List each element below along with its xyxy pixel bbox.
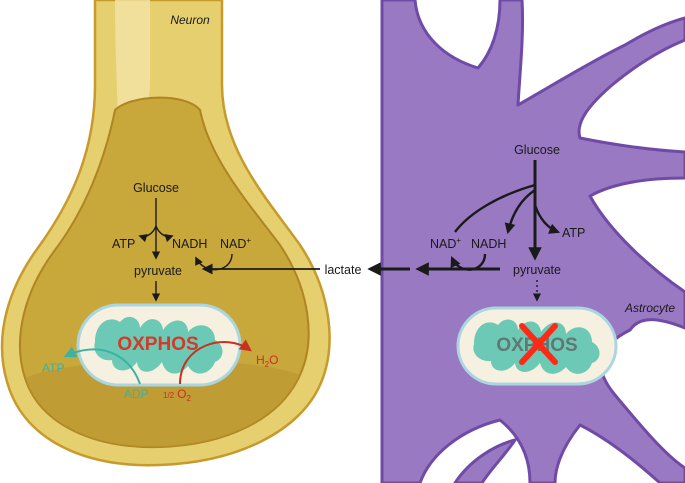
astrocyte-atp-label: ATP [562,226,585,240]
neuron-atp-synthesis-arrow [63,346,141,385]
neuron-atp-out-label: ATP [42,361,64,375]
neuron-adp-label: ADP [124,387,149,401]
astrocyte-name-label: Astrocyte [624,301,675,315]
neuron-atp-label: ATP [112,237,135,251]
astrocyte-process [453,437,519,483]
neuron-h2o-label: H2O [256,353,278,369]
blocked-x-icon [519,323,558,365]
neuron-pyruvate-label: pyruvate [134,264,182,278]
astrocyte-nadh-label: NADH [471,237,506,251]
neuron-mito-matrix [94,316,223,374]
neuron-nad-plus-label: NAD+ [220,236,251,251]
neuron-oxphos-label: OXPHOS [117,334,198,355]
astrocyte-glucose-label: Glucose [514,143,560,157]
neuron-oxygen-reduction-arrow [179,339,252,385]
lactate-label: lactate [325,263,362,277]
astrocyte-nad-plus-label: NAD+ [430,236,461,251]
astrocyte-glycolysis-arrows [454,160,561,261]
astrocyte-pyruvate-label: pyruvate [513,263,561,277]
neuron-inner-shadow [25,360,300,448]
neuron-name-label: Neuron [170,13,210,27]
neuron-glucose-label: Glucose [133,181,179,195]
neuron-nadh-label: NADH [172,237,207,251]
neuron-glycolysis-arrows [138,198,174,302]
